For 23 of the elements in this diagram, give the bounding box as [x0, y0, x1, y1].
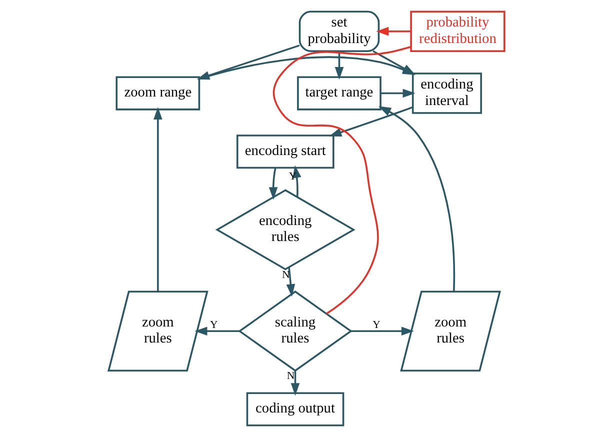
- arrow: [334, 51, 344, 80]
- node-box: encoding interval: [411, 72, 482, 114]
- edge-label: Y: [209, 319, 218, 332]
- arrow: [380, 88, 415, 98]
- arrow: [350, 326, 414, 336]
- arrow: [194, 326, 239, 336]
- node-box: zoom range: [115, 76, 200, 110]
- arrow: [153, 106, 162, 292]
- arrow: [290, 371, 300, 396]
- connector: [272, 46, 411, 314]
- arrow: [378, 106, 455, 292]
- arrow: [268, 168, 278, 200]
- node-diamond: encoding rules: [214, 189, 355, 270]
- arrow: [328, 106, 412, 136]
- node-box: encoding start: [236, 134, 334, 169]
- edge-label: N: [286, 370, 294, 382]
- edge-label: Y: [372, 319, 380, 332]
- node-box: probability redistribution: [410, 10, 505, 52]
- arrow: [376, 26, 410, 36]
- node-diamond: scaling rules: [238, 290, 352, 372]
- node-box: target range: [296, 76, 381, 110]
- node-box: coding output: [246, 392, 344, 426]
- node-box: set probability: [298, 10, 380, 52]
